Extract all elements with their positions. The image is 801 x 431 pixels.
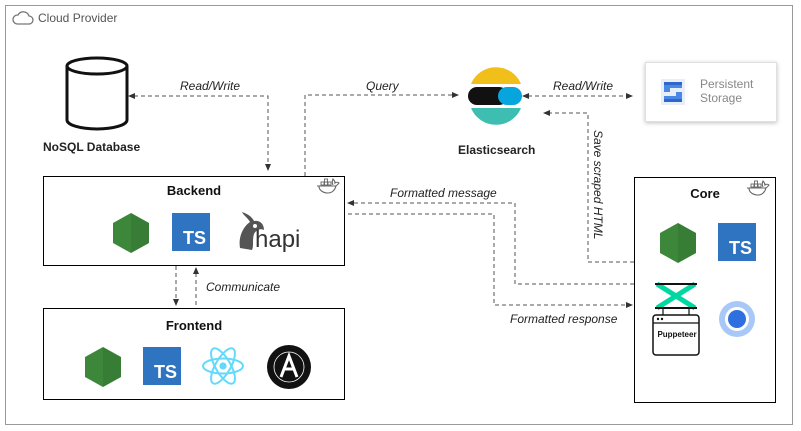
puppeteer-label: Puppeteer — [657, 330, 697, 339]
edge-formatted-message — [347, 200, 634, 285]
storage-icon — [661, 79, 685, 105]
nosql-label: NoSQL Database — [43, 140, 141, 154]
cloud-icon — [12, 11, 34, 25]
edge-db-backend — [128, 93, 271, 171]
label-formatted-message: Formatted message — [390, 186, 497, 200]
hapi-text: hapi — [255, 226, 301, 253]
label-db-backend: Read/Write — [180, 79, 241, 93]
chromium-icon — [719, 301, 755, 337]
ts-text: TS — [728, 238, 752, 258]
ts-text: TS — [182, 228, 206, 248]
label-communicate: Communicate — [206, 280, 281, 294]
label-save-html: Save scraped HTML — [591, 130, 605, 240]
ts-text: TS — [153, 362, 177, 382]
backend-title: Backend — [166, 183, 222, 198]
frontend-title: Frontend — [165, 318, 223, 333]
react-icon — [202, 347, 244, 385]
typescript-icon: TS — [172, 213, 210, 251]
auth0-icon — [267, 345, 311, 389]
label-formatted-response: Formatted response — [510, 312, 618, 326]
docker-icon — [747, 180, 770, 196]
elasticsearch-label: Elasticsearch — [458, 143, 536, 157]
typescript-icon: TS — [718, 223, 756, 261]
storage-label-line1: Persistent — [700, 77, 754, 91]
storage-label: Persistent Storage — [700, 77, 753, 105]
edge-formatted-response — [348, 213, 633, 308]
edge-query — [304, 92, 459, 176]
edge-save-html — [543, 110, 634, 263]
frame-title: Cloud Provider — [38, 11, 118, 25]
storage-label-line2: Storage — [700, 91, 743, 105]
docker-icon — [317, 178, 340, 194]
elasticsearch-icon — [468, 67, 522, 125]
core-box — [634, 177, 776, 403]
nodejs-icon — [85, 347, 121, 387]
label-es-storage: Read/Write — [553, 79, 614, 93]
puppeteer-icon — [652, 281, 700, 356]
typescript-icon: TS — [143, 347, 181, 385]
core-title: Core — [690, 186, 720, 201]
label-query: Query — [366, 79, 399, 93]
nodejs-icon — [660, 223, 696, 263]
hapi-icon — [239, 212, 264, 250]
nodejs-icon — [113, 213, 149, 253]
database-icon — [65, 56, 129, 131]
